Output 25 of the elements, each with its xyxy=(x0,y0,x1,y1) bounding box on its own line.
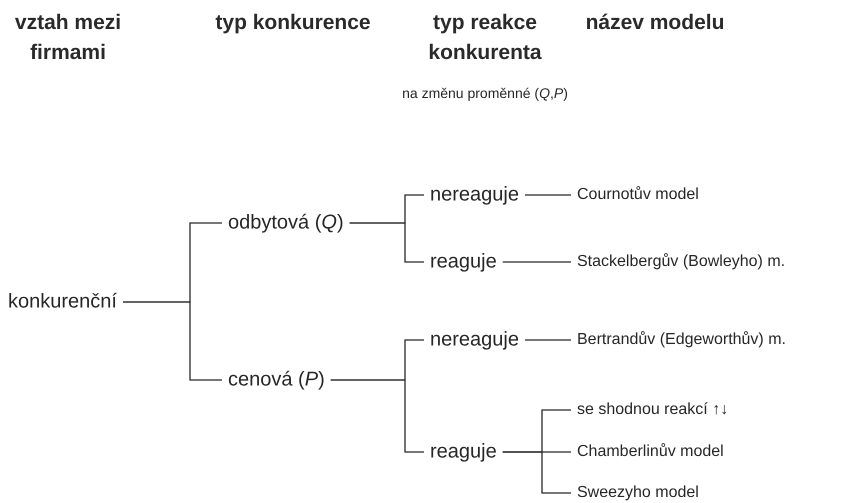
connector-line xyxy=(502,261,571,263)
tree-label: Cournotův model xyxy=(571,186,705,204)
tree-label: odbytová (Q) xyxy=(222,212,350,234)
tree-label: Stackelbergův (Bowleyho) m. xyxy=(571,252,792,272)
column-note: na změnu proměnné (Q,P) xyxy=(401,84,569,103)
column-heading: název modelu xyxy=(584,10,726,36)
column-heading: typ konkurence xyxy=(214,10,372,36)
connector-line xyxy=(502,451,571,494)
connector-line xyxy=(524,339,571,341)
tree-label: reaguje xyxy=(424,440,503,464)
connector-line xyxy=(350,222,424,263)
tree-label: konkurenční xyxy=(2,290,123,314)
tree-label: Chamberlinův model xyxy=(571,442,730,462)
tree-label: nereaguje xyxy=(424,184,525,206)
tree-label: reaguje xyxy=(424,250,503,274)
connector-line xyxy=(122,301,222,381)
tree-label: Bertrandův (Edgeworthův) m. xyxy=(571,330,792,350)
tree-label: cenová (P) xyxy=(222,368,331,392)
tree-label: se shodnou reakcí ↑↓ xyxy=(571,400,734,420)
column-heading: typ reakce konkurenta xyxy=(427,10,543,66)
connector-line xyxy=(330,379,424,453)
connector-line xyxy=(524,194,571,196)
tree-label: nereaguje xyxy=(424,328,525,352)
column-heading: vztah mezi firmami xyxy=(14,10,122,66)
tree-label: Sweezyho model xyxy=(571,484,705,502)
